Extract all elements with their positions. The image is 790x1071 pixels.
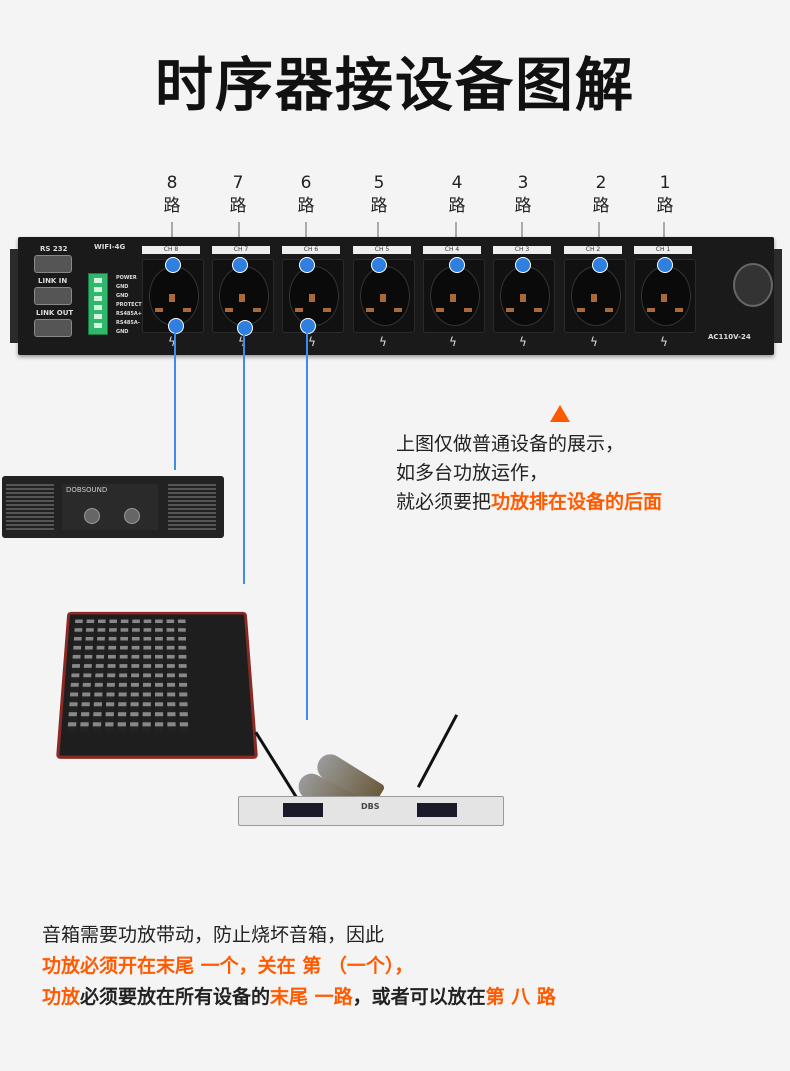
connection-line-receiver [306,332,308,720]
ac-label: AC110V-24 [708,333,751,341]
lightning-icon: ϟ [168,335,176,349]
power-amplifier-image: DOBSOUND [2,476,224,538]
link-in-port [34,287,72,305]
lightning-icon: ϟ [308,335,316,349]
terminal-label: PROTECT [116,302,142,308]
ch-tab-6: CH 6 [282,246,340,254]
connection-dot-6 [300,318,316,334]
channel-dot-8 [165,257,181,273]
connection-line-amp [174,332,176,470]
ch-tab-5: CH 5 [353,246,411,254]
link-out-label: LINK OUT [36,309,74,317]
channel-dot-7 [232,257,248,273]
terminal-label: GND [116,329,129,335]
antenna-right [416,714,459,788]
ch-tab-8: CH 8 [142,246,200,254]
page-title: 时序器接设备图解 [154,51,635,119]
lightning-icon: ϟ [519,335,527,349]
wireless-receiver-image: DBS [238,796,504,826]
terminal-label: RS485A- [116,320,140,326]
connection-line-mixer [243,334,245,584]
outlet-ch4 [423,259,485,333]
channel-dot-1 [657,257,673,273]
ch-tab-2: CH 2 [564,246,622,254]
terminal-label: POWER [116,275,137,281]
channel-dot-4 [449,257,465,273]
lightning-icon: ϟ [449,335,457,349]
channel-dot-3 [515,257,531,273]
up-arrow-icon [550,405,570,422]
ch-tab-7: CH 7 [212,246,270,254]
power-sequencer-rack: RS 232 LINK IN LINK OUT WIFI-4G POWER GN… [10,237,782,355]
power-cable [733,263,773,307]
rs232-label: RS 232 [40,245,68,253]
lightning-icon: ϟ [379,335,387,349]
ch-tab-1: CH 1 [634,246,692,254]
terminal-label: RS485A+ [116,311,142,317]
rack-ear-right [774,249,782,343]
amp-brand: DOBSOUND [66,486,108,494]
terminal-label: GND [116,293,129,299]
rack-ear-left [10,249,18,343]
terminal-block [88,273,108,335]
connection-dot-7 [237,320,253,336]
link-in-label: LINK IN [38,277,68,285]
outlet-ch5 [353,259,415,333]
link-out-port [34,319,72,337]
antenna-left [254,731,301,803]
ch-tab-4: CH 4 [423,246,481,254]
terminal-label: GND [116,284,129,290]
connection-dot-8 [168,318,184,334]
ch-tab-3: CH 3 [493,246,551,254]
receiver-brand: DBS [361,802,380,811]
channel-dot-5 [371,257,387,273]
lightning-icon: ϟ [660,335,668,349]
note-text: 上图仅做普通设备的展示， 如多台功放运作， 就必须要把功放排在设备的后面 [396,433,663,513]
mixer-console-image [55,611,259,759]
outlet-ch6 [282,259,344,333]
bottom-text: 音箱需要功放带动，防止烧坏音箱，因此 功放必须开在末尾 一个，关在 第 （一个）… [42,924,556,1008]
wifi-label: WIFI-4G [94,243,126,251]
rs232-port [34,255,72,273]
lightning-icon: ϟ [590,335,598,349]
channel-dot-6 [299,257,315,273]
channel-dot-2 [592,257,608,273]
lightning-icon: ϟ [238,335,246,349]
